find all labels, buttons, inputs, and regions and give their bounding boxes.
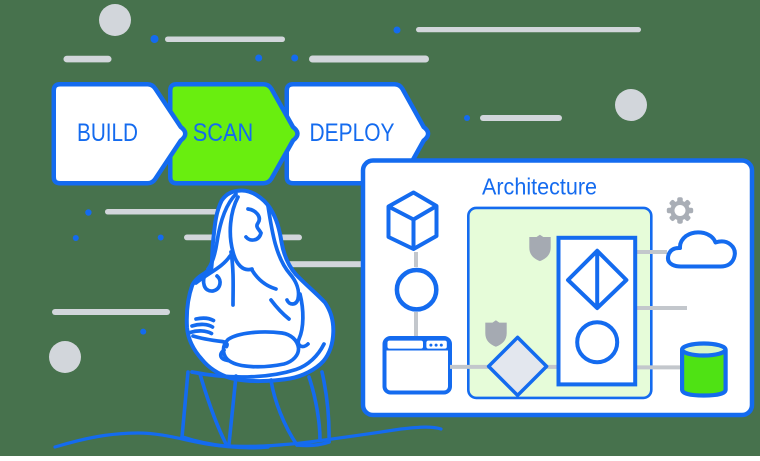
svg-text:BUILD: BUILD — [77, 120, 138, 147]
svg-text:SCAN: SCAN — [193, 120, 254, 147]
svg-text:DEPLOY: DEPLOY — [310, 120, 395, 147]
svg-text:Architecture: Architecture — [482, 174, 597, 200]
